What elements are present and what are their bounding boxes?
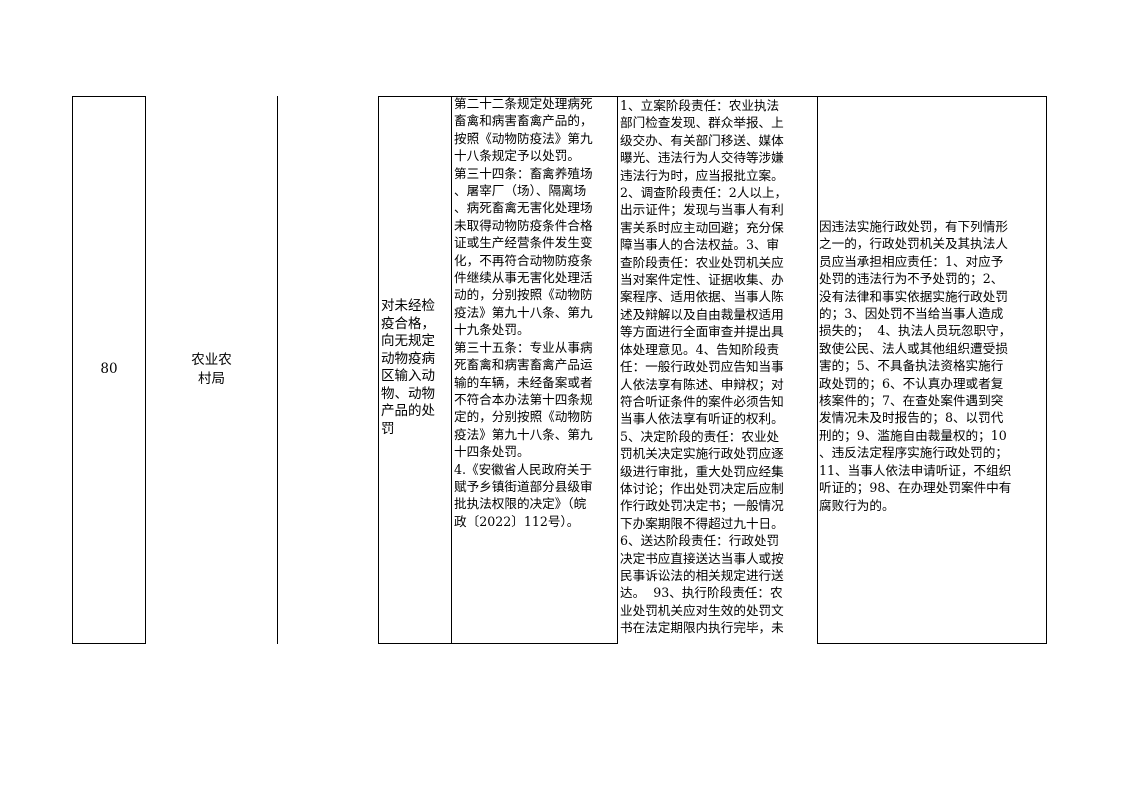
legal-basis-line: 十八条规定予以处罚。: [454, 148, 580, 164]
responsibility-line: 违法行为时，应当报批立案。: [620, 167, 784, 183]
legal-basis-line: 未取得动物防疫条件合格: [454, 217, 593, 233]
table-top-border-right: [378, 96, 1046, 97]
responsibility-line: 5、决定阶段的责任：农业处: [620, 428, 780, 444]
responsibility-line: 达。 93、执行阶段责任：农: [620, 585, 783, 601]
legal-basis-line: 不符合本办法第十四条规: [454, 391, 593, 407]
legal-basis-line: 第二十二条规定处理病死: [454, 96, 593, 111]
legal-basis-line: 第三十五条：专业从事病: [454, 339, 593, 355]
col-border-1: [72, 96, 73, 644]
col-border-2: [145, 96, 146, 644]
accountability-line: 刑的；9、滥施自由裁量权的；10: [819, 427, 1007, 443]
responsibility-line: 罚机关决定实施行政处罚应逐: [620, 446, 784, 462]
item-number-cell: 80: [73, 97, 145, 643]
legal-basis-line: 疫法》第九十八条、第九: [454, 304, 593, 320]
legal-basis-line: 死畜禽和病害畜禽产品运: [454, 357, 593, 373]
responsibility-text: 1、立案阶段责任：农业执法部门检查发现、群众举报、上级交办、有关部门移送、媒体曝…: [620, 97, 817, 637]
responsibility-line: 作行政处罚决定书；一般情况: [620, 498, 784, 514]
legal-basis-line: 输的车辆，未经备案或者: [454, 374, 593, 390]
col-border-3: [277, 96, 278, 644]
responsibility-line: 符合听证条件的案件必须告知: [620, 393, 784, 409]
responsibility-line: 体讨论；作出处罚决定后应制: [620, 480, 784, 496]
accountability-line: 员应当承担相应责任：1、对应予: [819, 253, 1004, 269]
accountability-line: 因违法实施行政处罚，有下列情形: [819, 219, 1008, 234]
col-border-6: [617, 96, 618, 644]
accountability-line: 听证的；98、在办理处罚案件中有: [819, 480, 1012, 496]
responsibility-line: 民事诉讼法的相关规定进行送: [620, 567, 784, 583]
legal-basis-line: 4.《安徽省人民政府关于: [454, 461, 592, 477]
responsibility-line: 下办案期限不得超过九十日。: [620, 515, 784, 531]
accountability-line: 、违反法定程序实施行政处罚的；: [819, 445, 1008, 461]
legal-basis-line: 十四条处罚。: [454, 444, 530, 460]
accountability-line: 处罚的违法行为不予处罚的；2、: [819, 271, 1004, 287]
department-name: 农业农 村局: [191, 352, 232, 387]
table-bottom-border-far-right: [817, 643, 1046, 644]
accountability-line: 政处罚的；6、不认真办理或者复: [819, 375, 1004, 391]
legal-basis-text: 第二十二条规定处理病死畜禽和病害畜禽产品的，按照《动物防疫法》第九十八条规定予以…: [454, 95, 618, 530]
responsibility-line: 害关系时应主动回避；充分保: [620, 219, 784, 235]
item-name-cell: 对未经检 疫合格， 向无规定 动物疫病 区输入动 物、动物 产品的处 罚: [381, 298, 451, 438]
legal-basis-line: 批执法权限的决定》（皖: [454, 496, 587, 512]
responsibility-line: 体处理意见。4、告知阶段责: [620, 341, 780, 357]
legal-basis-line: 件继续从事无害化处理活: [454, 270, 593, 286]
accountability-line: 11、当事人依法申请听证，不组织: [819, 462, 1012, 478]
responsibility-line: 级进行审批，重大处罚应经集: [620, 463, 784, 479]
col-border-5: [451, 96, 452, 644]
accountability-line: 核案件的；7、在查处案件遇到突: [819, 393, 1004, 409]
legal-basis-line: 定的，分别按照《动物防: [454, 409, 593, 425]
accountability-line: 致使公民、法人或其他组织遭受损: [819, 340, 1008, 356]
legal-basis-line: 第三十四条：畜禽养殖场: [454, 165, 593, 181]
responsibility-line: 业处罚机关应对生效的处罚文: [620, 602, 784, 618]
responsibility-line: 等方面进行全面审查并提出具: [620, 324, 784, 340]
responsibility-line: 部门检查发现、群众举报、上: [620, 115, 784, 131]
accountability-line: 损失的； 4、执法人员玩忽职守，: [819, 323, 1012, 339]
legal-basis-line: 疫法》第九十八条、第九: [454, 426, 593, 442]
responsibility-line: 出示证件；发现与当事人有利: [620, 202, 784, 218]
responsibility-line: 级交办、有关部门移送、媒体: [620, 132, 784, 148]
legal-basis-line: 证或生产经营条件发生变: [454, 235, 593, 251]
responsibility-line: 查阶段责任：农业处罚机关应: [620, 254, 784, 270]
responsibility-cell: 1、立案阶段责任：农业执法部门检查发现、群众举报、上级交办、有关部门移送、媒体曝…: [620, 97, 817, 643]
legal-basis-line: 按照《动物防疫法》第九: [454, 130, 593, 146]
responsibility-line: 案程序、适用依据、当事人陈: [620, 289, 784, 305]
responsibility-line: 1、立案阶段责任：农业执法: [620, 98, 780, 113]
responsibility-line: 6、送达阶段责任：行政处罚: [620, 533, 780, 549]
legal-basis-line: 赋予乡镇街道部分县级审: [454, 478, 593, 494]
legal-basis-line: 、病死畜禽无害化处理场: [454, 200, 593, 216]
responsibility-line: 当对案件定性、证据收集、办: [620, 272, 784, 288]
responsibility-line: 书在法定期限内执行完毕，未: [620, 620, 784, 636]
table-bottom-border-right: [378, 643, 618, 644]
department-cell: 农业农 村局: [146, 97, 277, 643]
accountability-line: 的；3、因处罚不当给当事人造成: [819, 306, 1004, 322]
responsibility-line: 2、调查阶段责任：2人以上，: [620, 185, 788, 201]
responsibility-line: 人依法享有陈述、申辩权；对: [620, 376, 784, 392]
legal-basis-line: 畜禽和病害畜禽产品的，: [454, 113, 593, 129]
col-border-4: [378, 96, 379, 644]
legal-basis-line: 、屠宰厂（场）、隔离场: [454, 183, 587, 199]
responsibility-line: 障当事人的合法权益。3、审: [620, 237, 780, 253]
accountability-line: 腐败行为的。: [819, 497, 895, 513]
accountability-line: 没有法律和事实依据实施行政处罚: [819, 288, 1008, 304]
accountability-line: 之一的，行政处罚机关及其执法人: [819, 236, 1008, 252]
responsibility-line: 当事人依法享有听证的权利。: [620, 411, 784, 427]
accountability-line: 发情况未及时报告的；8、以罚代: [819, 410, 1004, 426]
legal-basis-line: 政〔2022〕112号）。: [454, 513, 580, 529]
legal-basis-line: 十九条处罚。: [454, 322, 530, 338]
responsibility-line: 述及辩解以及自由裁量权适用: [620, 306, 784, 322]
legal-basis-cell: 第二十二条规定处理病死畜禽和病害畜禽产品的，按照《动物防疫法》第九十八条规定予以…: [454, 95, 618, 543]
table-top-border: [72, 96, 145, 97]
legal-basis-line: 化，不再符合动物防疫条: [454, 252, 593, 268]
accountability-cell: 因违法实施行政处罚，有下列情形之一的，行政处罚机关及其执法人员应当承担相应责任：…: [819, 218, 1045, 528]
legal-basis-line: 动的，分别按照《动物防: [454, 287, 593, 303]
accountability-line: 害的；5、不具备执法资格实施行: [819, 358, 1004, 374]
item-number: 80: [100, 361, 118, 378]
responsibility-line: 决定书应直接送达当事人或按: [620, 550, 784, 566]
col-border-8: [1046, 96, 1047, 644]
accountability-text: 因违法实施行政处罚，有下列情形之一的，行政处罚机关及其执法人员应当承担相应责任：…: [819, 218, 1045, 514]
table-bottom-border: [72, 643, 145, 644]
responsibility-line: 任：一般行政处罚应告知当事: [620, 359, 784, 375]
item-name: 对未经检 疫合格， 向无规定 动物疫病 区输入动 物、动物 产品的处 罚: [381, 298, 435, 437]
responsibility-line: 曝光、违法行为人交待等涉嫌: [620, 150, 784, 166]
col-border-7: [817, 96, 818, 644]
